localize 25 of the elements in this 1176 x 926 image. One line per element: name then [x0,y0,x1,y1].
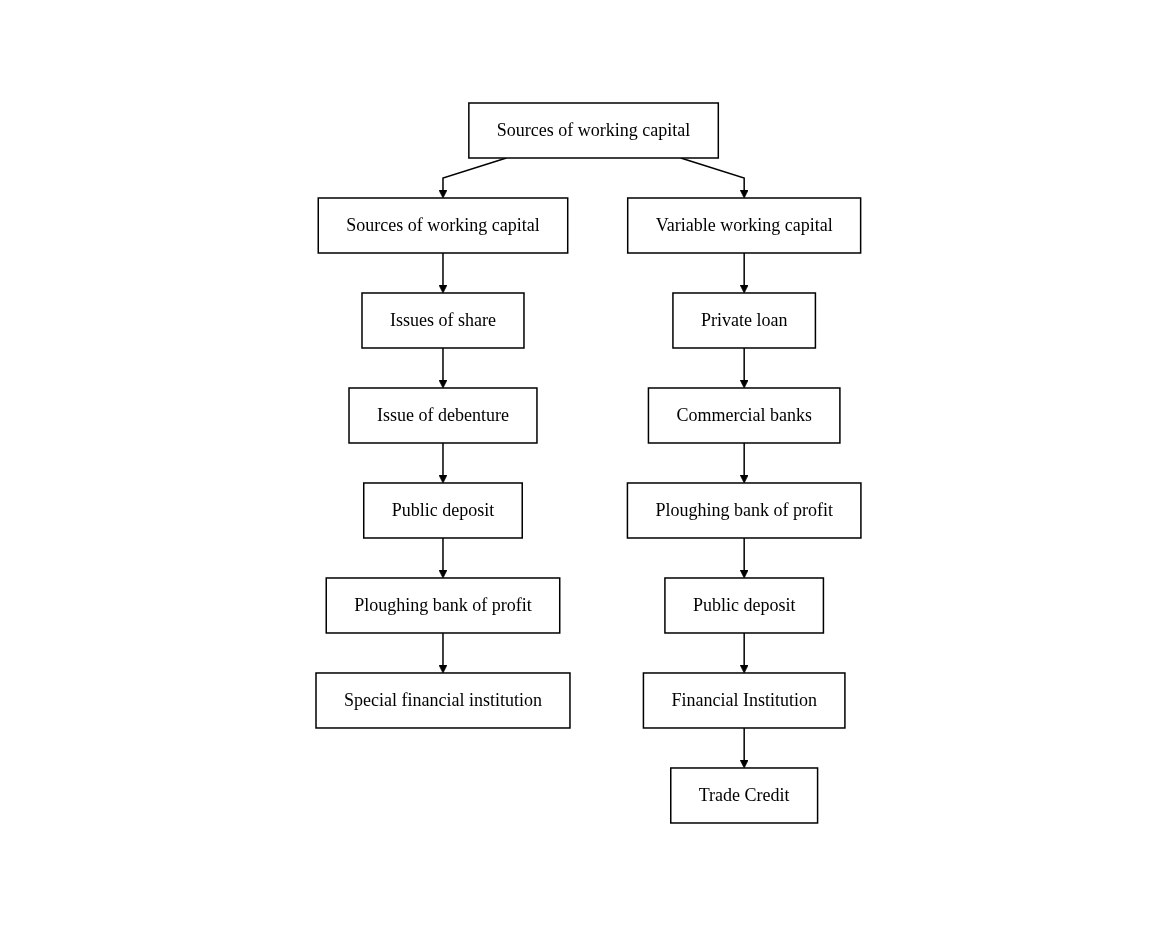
arrow [438,347,447,389]
node-box: Variable working capital [626,197,861,254]
node-box: Commercial banks [647,387,841,444]
arrow [438,442,447,484]
arrow [739,347,749,389]
node-box: Public deposit [663,577,824,634]
node-box: Special financial institution [314,672,571,729]
arrow [438,537,447,579]
arrow [739,727,749,769]
node-box: Ploughing bank of profit [325,577,560,634]
arrow [739,442,749,484]
node-box: Trade Credit [669,767,818,824]
arrow [739,632,749,674]
arrow [438,632,447,674]
arrow [739,252,749,294]
node-box: Sources of working capital [467,102,719,159]
node-box: Issue of debenture [347,387,538,444]
node-box: Ploughing bank of profit [626,482,862,539]
node-box: Issues of share [360,292,525,349]
node-box: Sources of working capital [317,197,568,254]
node-box: Public deposit [362,482,523,539]
node-box: Private loan [671,292,816,349]
arrow [438,252,447,294]
node-box: Financial Institution [642,672,846,729]
arrow [739,537,749,579]
